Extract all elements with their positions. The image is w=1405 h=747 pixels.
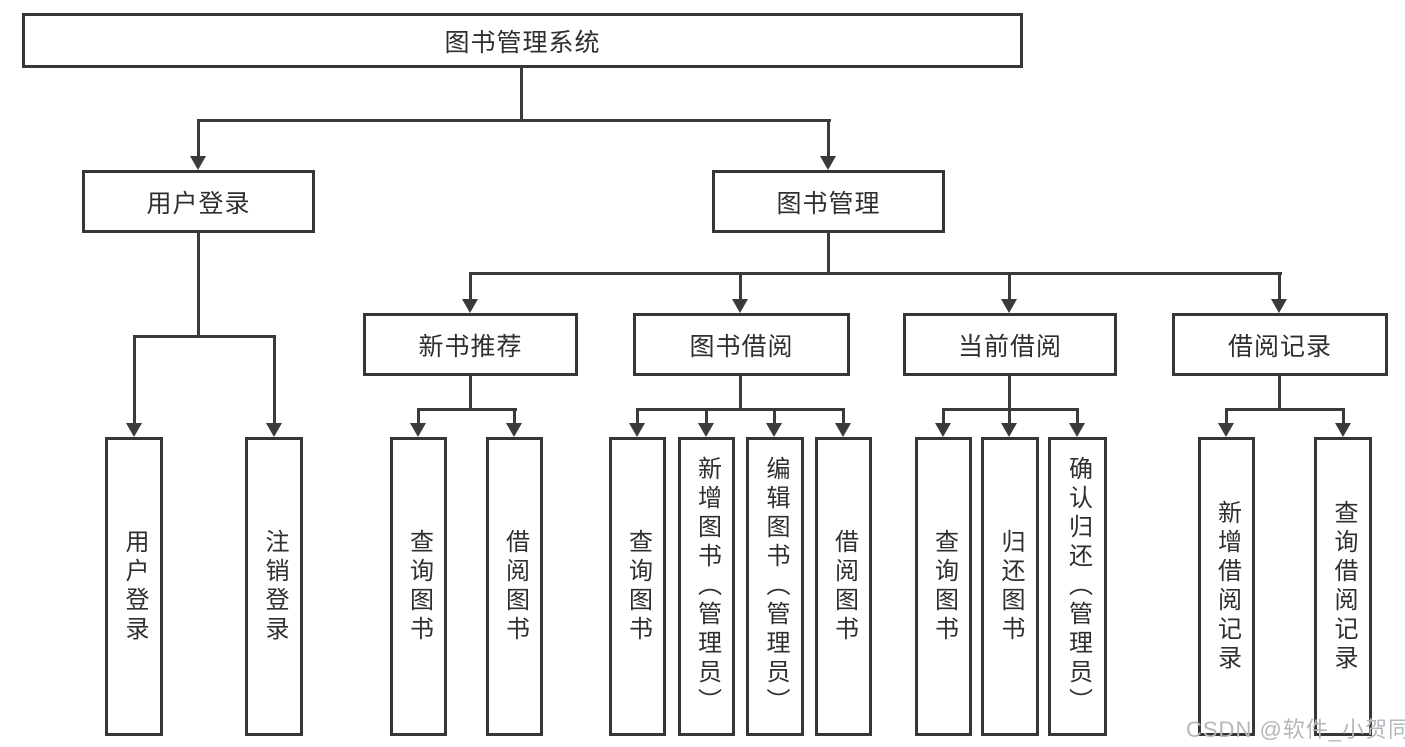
leaf-label: 确认归还（管理员） — [1064, 456, 1092, 717]
node-book-borrow: 图书借阅 — [633, 313, 850, 376]
leaf-edit-book-admin: 编辑图书（管理员） — [746, 437, 804, 736]
connector-to-current-borrow — [1008, 272, 1011, 302]
connector-leaf — [842, 408, 845, 424]
connector-book-borrow-horizontal — [636, 408, 845, 411]
leaf-borrow-book: 借阅图书 — [815, 437, 872, 736]
connector-to-leaf-login — [133, 335, 136, 424]
node-label: 借阅记录 — [1227, 332, 1332, 361]
leaf-label: 查询图书 — [930, 528, 958, 645]
leaf-label: 查询图书 — [405, 528, 433, 645]
connector-book-management-horizontal — [469, 272, 1282, 275]
arrowhead-new-book — [462, 299, 478, 313]
node-new-book-recommend: 新书推荐 — [363, 313, 578, 376]
leaf-add-borrow-record: 新增借阅记录 — [1198, 437, 1255, 736]
connector-leaf — [1225, 408, 1228, 424]
connector-book-borrow-stem — [739, 376, 742, 411]
connector-borrow-records-stem — [1278, 376, 1281, 411]
connector-root-stem — [520, 68, 523, 121]
leaf-label: 借阅图书 — [501, 528, 529, 645]
connector-leaf — [705, 408, 708, 424]
arrowhead-current-borrow — [1001, 299, 1017, 313]
connector-book-management-stem — [827, 232, 830, 275]
connector-leaf — [1342, 408, 1345, 424]
connector-leaf — [942, 408, 945, 424]
connector-to-user-login — [197, 119, 200, 157]
arrowhead-leaf — [698, 423, 714, 437]
arrowhead-leaf-login — [126, 423, 142, 437]
connector-leaf — [1076, 408, 1079, 424]
leaf-logout: 注销登录 — [245, 437, 303, 736]
connector-to-new-book — [469, 272, 472, 302]
node-book-management: 图书管理 — [712, 170, 945, 233]
arrowhead-leaf — [1218, 423, 1234, 437]
arrowhead-leaf — [1001, 423, 1017, 437]
arrowhead-leaf — [766, 423, 782, 437]
node-label: 图书借阅 — [689, 332, 794, 361]
arrowhead-leaf — [1069, 423, 1085, 437]
leaf-label: 注销登录 — [261, 528, 288, 645]
connector-leaf — [513, 408, 516, 424]
connector-to-book-management — [827, 119, 830, 157]
node-label: 新书推荐 — [418, 332, 523, 361]
node-label: 用户登录 — [146, 189, 251, 218]
arrowhead-leaf — [935, 423, 951, 437]
leaf-label: 查询借阅记录 — [1330, 499, 1357, 674]
watermark-text: CSDN @软件_小贺同学 — [1186, 717, 1405, 742]
connector-to-leaf-logout — [273, 335, 276, 424]
connector-leaf — [1008, 408, 1011, 424]
leaf-query-book-current: 查询图书 — [915, 437, 972, 736]
leaf-query-book-recommend: 查询图书 — [390, 437, 447, 736]
leaf-label: 编辑图书（管理员） — [762, 456, 789, 717]
connector-borrow-records-horizontal — [1225, 408, 1345, 411]
node-user-login: 用户登录 — [82, 170, 315, 233]
leaf-add-book-admin: 新增图书（管理员） — [678, 437, 735, 736]
leaf-borrow-book-recommend: 借阅图书 — [486, 437, 543, 736]
leaf-label: 借阅图书 — [830, 528, 858, 645]
leaf-label: 归还图书 — [997, 528, 1024, 645]
node-label: 当前借阅 — [957, 332, 1062, 361]
connector-leaf — [773, 408, 776, 424]
leaf-label: 查询图书 — [624, 528, 652, 645]
node-borrow-records: 借阅记录 — [1172, 313, 1388, 376]
node-label: 图书管理 — [776, 189, 881, 218]
node-root-library-management-system: 图书管理系统 — [22, 13, 1023, 68]
leaf-label: 新增图书（管理员） — [693, 456, 721, 717]
connector-leaf — [417, 408, 420, 424]
connector-to-book-borrow — [739, 272, 742, 302]
connector-leaf — [636, 408, 639, 424]
arrowhead-leaf — [410, 423, 426, 437]
connector-to-borrow-records — [1278, 272, 1281, 302]
arrowhead-book-borrow — [732, 299, 748, 313]
connector-user-login-stem — [197, 233, 200, 338]
connector-user-login-horizontal — [133, 335, 276, 338]
arrowhead-leaf — [506, 423, 522, 437]
leaf-confirm-return-admin: 确认归还（管理员） — [1048, 437, 1107, 736]
arrowhead-borrow-records — [1271, 299, 1287, 313]
leaf-label: 用户登录 — [121, 528, 148, 645]
arrowhead-leaf-logout — [266, 423, 282, 437]
leaf-return-book: 归还图书 — [981, 437, 1039, 736]
leaf-label: 新增借阅记录 — [1213, 499, 1241, 674]
arrowhead-user-login — [190, 156, 206, 170]
leaf-query-book-borrow: 查询图书 — [609, 437, 666, 736]
connector-new-book-stem — [469, 376, 472, 411]
node-current-borrow: 当前借阅 — [903, 313, 1117, 376]
leaf-query-borrow-record: 查询借阅记录 — [1314, 437, 1372, 736]
leaf-user-login: 用户登录 — [105, 437, 163, 736]
connector-current-borrow-stem — [1008, 376, 1011, 411]
connector-new-book-horizontal — [417, 408, 517, 411]
arrowhead-book-management — [820, 156, 836, 170]
arrowhead-leaf — [629, 423, 645, 437]
arrowhead-leaf — [1335, 423, 1351, 437]
connector-root-horizontal — [197, 119, 831, 122]
node-label: 图书管理系统 — [444, 28, 601, 57]
arrowhead-leaf — [835, 423, 851, 437]
